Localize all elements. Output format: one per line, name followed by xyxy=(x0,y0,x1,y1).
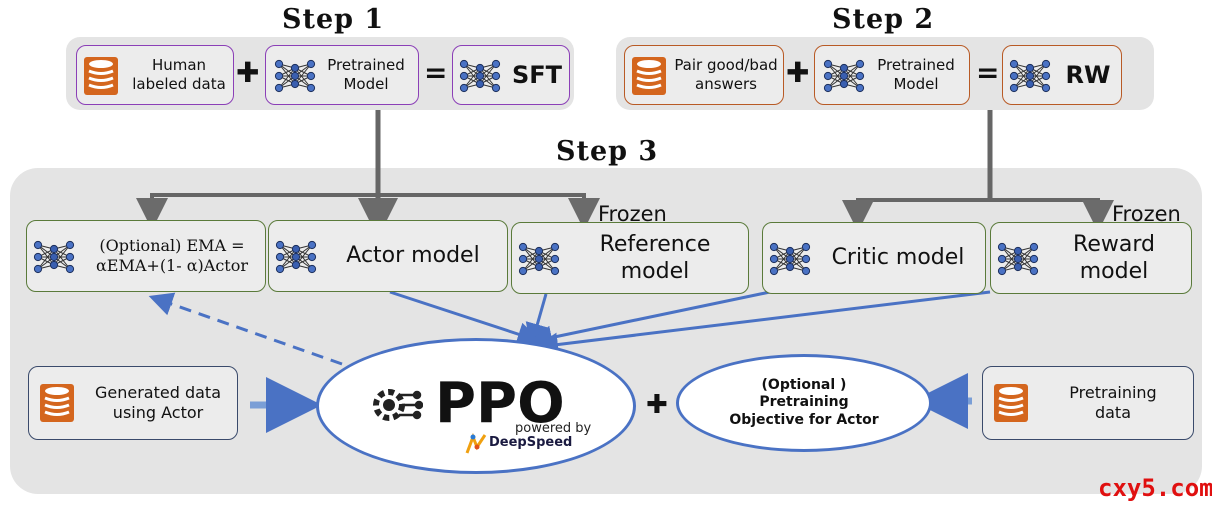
neural-network-icon xyxy=(1009,59,1051,93)
step2-equals: = xyxy=(976,56,1000,89)
ppo-label: PPO xyxy=(435,371,565,436)
step2-to-step3-connector xyxy=(842,110,1114,232)
step1-equals: = xyxy=(424,56,448,89)
rw-label: RW xyxy=(1065,61,1111,89)
actor-model-label: Actor model xyxy=(346,243,480,269)
step3-plus: ✚ xyxy=(646,390,668,420)
ppo-to-ema-dashed-arrow xyxy=(148,292,343,366)
pretraining-data-label: Pretraining data xyxy=(1069,383,1157,422)
ppo-ellipse: PPO powered by DeepSpeed xyxy=(316,338,636,474)
pretraining-objective-ellipse: (Optional ) Pretraining Objective for Ac… xyxy=(676,354,932,452)
rw-box: RW xyxy=(1002,45,1122,105)
ema-label: (Optional) EMA = αEMA+(1- α)Actor xyxy=(79,236,265,276)
database-icon xyxy=(84,57,118,95)
step1-to-step3-connector xyxy=(136,110,600,238)
reference-model-label: Reference model xyxy=(599,231,711,285)
data-inflow-arrows xyxy=(250,373,972,433)
database-icon xyxy=(40,384,74,422)
ema-line-1: (Optional) EMA = xyxy=(99,236,245,255)
database-icon xyxy=(632,57,666,95)
actor-model-box: Actor model xyxy=(268,220,508,292)
human-labeled-data-label: Human labeled data xyxy=(132,56,226,93)
neural-network-icon xyxy=(274,59,316,93)
neural-network-icon xyxy=(33,240,75,274)
step2-title: Step 2 xyxy=(832,4,935,35)
step3-title: Step 3 xyxy=(556,136,659,167)
ema-line-2: αEMA+(1- α)Actor xyxy=(95,256,248,275)
pretrained-model-box-1: Pretrained Model xyxy=(265,45,419,105)
pretraining-data-box: Pretraining data xyxy=(982,366,1194,440)
models-to-ppo-arrows xyxy=(389,290,991,357)
step2-plus: ✚ xyxy=(786,56,810,89)
neural-network-icon xyxy=(518,242,560,276)
sft-label: SFT xyxy=(511,61,563,89)
pretrained-model-label-2: Pretrained Model xyxy=(877,56,955,93)
pretrained-model-label-1: Pretrained Model xyxy=(327,56,405,93)
deepspeed-logo-icon xyxy=(465,433,487,454)
ema-box: (Optional) EMA = αEMA+(1- α)Actor xyxy=(26,220,266,292)
generated-data-box: Generated data using Actor xyxy=(28,366,238,440)
reward-model-label: Reward model xyxy=(1073,231,1155,285)
critic-model-label: Critic model xyxy=(831,245,965,271)
neural-network-icon xyxy=(275,240,317,274)
pair-answers-label: Pair good/bad answers xyxy=(674,56,778,93)
database-icon xyxy=(994,384,1028,422)
pretraining-objective-label: (Optional ) Pretraining Objective for Ac… xyxy=(729,376,879,428)
neural-network-icon xyxy=(997,242,1039,276)
critic-model-box: Critic model xyxy=(762,222,986,294)
neural-network-icon xyxy=(769,242,811,276)
pretrained-model-box-2: Pretrained Model xyxy=(814,45,970,105)
deepspeed-label: DeepSpeed xyxy=(489,435,573,450)
reward-model-box: Reward model xyxy=(990,222,1192,294)
neural-network-icon xyxy=(823,59,865,93)
step1-plus: ✚ xyxy=(236,56,260,89)
gear-circuit-icon xyxy=(373,389,423,421)
reference-model-box: Reference model xyxy=(511,222,749,294)
step1-title: Step 1 xyxy=(282,4,385,35)
sft-box: SFT xyxy=(452,45,570,105)
watermark-text: cxy5.com xyxy=(1098,474,1212,502)
neural-network-icon xyxy=(459,59,501,93)
powered-by-label: powered by xyxy=(515,421,592,436)
human-labeled-data-box: Human labeled data xyxy=(76,45,234,105)
generated-data-label: Generated data using Actor xyxy=(94,383,221,422)
pair-answers-box: Pair good/bad answers xyxy=(624,45,784,105)
